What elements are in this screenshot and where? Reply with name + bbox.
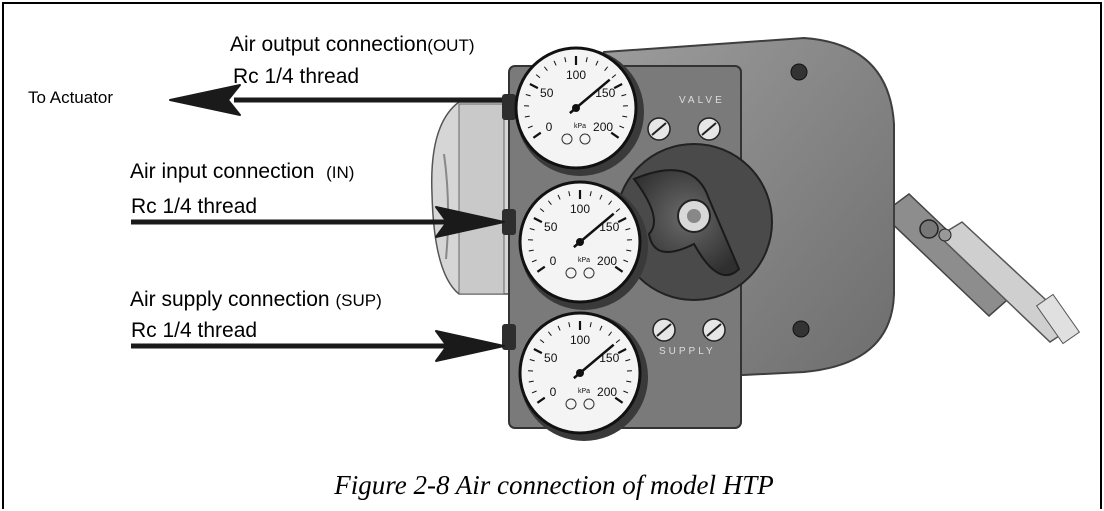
- out-connection-code: (OUT): [427, 36, 474, 55]
- plate-label-top: VALVE: [679, 95, 725, 106]
- gauge-scale-label: 200: [597, 254, 617, 268]
- gauge-scale-label: 50: [540, 86, 554, 100]
- in-connection-code: (IN): [326, 163, 354, 182]
- gauge-scale-label: 50: [544, 220, 558, 234]
- gauge-scale-label: 0: [550, 385, 557, 399]
- out-port-fitting: [502, 94, 516, 120]
- gauge-scale-label: 100: [570, 202, 590, 216]
- gauge-unit: kPa: [578, 257, 590, 264]
- figure-caption: Figure 2-8 Air connection of model HTP: [4, 470, 1104, 501]
- sup-connection-thread: Rc 1/4 thread: [131, 320, 257, 341]
- out-connection-label: Air output connection(OUT): [230, 34, 475, 55]
- lever-bolt-icon: [920, 220, 938, 238]
- sup-connection-code: (SUP): [335, 291, 381, 310]
- rear-housing: [432, 102, 509, 294]
- gauge-scale-label: 100: [566, 68, 586, 82]
- gauge-scale-label: 200: [593, 120, 613, 134]
- sup-connection-name: Air supply connection: [130, 288, 330, 311]
- in-connection-label: Air input connection (IN): [130, 161, 354, 182]
- gauge-scale-label: 100: [570, 333, 590, 347]
- out-connection-thread: Rc 1/4 thread: [233, 66, 359, 87]
- housing-screw-icon: [793, 321, 809, 337]
- gauge-hub: [572, 104, 580, 112]
- gauge-scale-label: 0: [546, 120, 553, 134]
- gauge-hub: [576, 369, 584, 377]
- plate-label-bottom: SUPPLY: [659, 346, 716, 357]
- sup-connection-label: Air supply connection (SUP): [130, 289, 382, 310]
- to-actuator-label: To Actuator: [28, 89, 113, 106]
- housing-screw-icon: [791, 64, 807, 80]
- gauge-scale-label: 200: [597, 385, 617, 399]
- in-connection-thread: Rc 1/4 thread: [131, 196, 257, 217]
- lever-bracket: [882, 194, 1079, 344]
- gauge-scale-label: 0: [550, 254, 557, 268]
- out-connection-name: Air output connection: [230, 33, 427, 56]
- gauge-scale-label: 50: [544, 351, 558, 365]
- gauge-unit: kPa: [578, 388, 590, 395]
- gauge-hub: [576, 238, 584, 246]
- in-connection-name: Air input connection: [130, 160, 314, 183]
- gauge-unit: kPa: [574, 123, 586, 130]
